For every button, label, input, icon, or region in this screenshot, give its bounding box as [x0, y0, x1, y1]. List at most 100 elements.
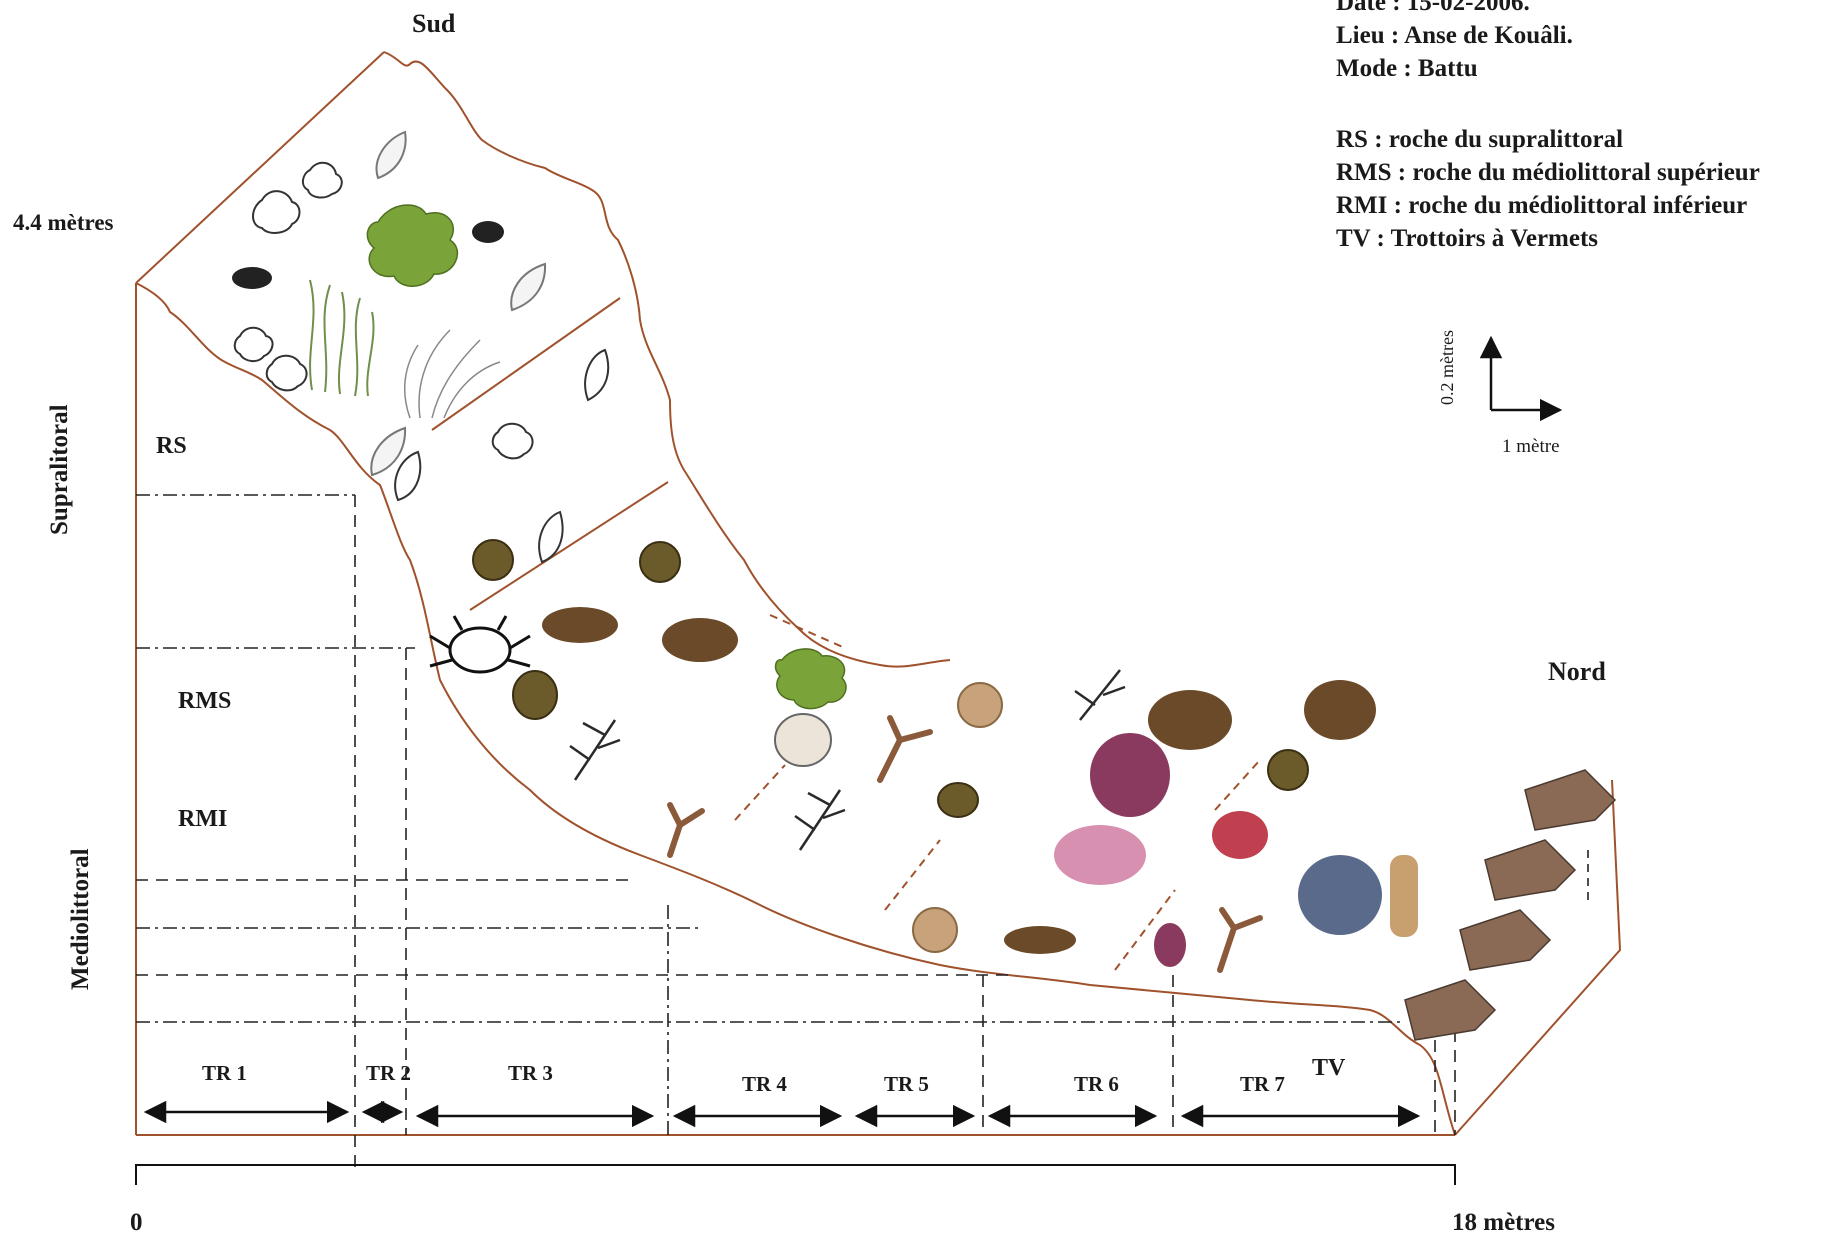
- zone-label-supralittoral: Supralitoral: [46, 404, 73, 535]
- distance-axis-line: [136, 1165, 1455, 1185]
- branched-alga-frond: [670, 805, 702, 855]
- transect-label-4: TR 4: [742, 1072, 787, 1096]
- pink-coralline: [1054, 811, 1268, 885]
- limpet-shell: [473, 540, 513, 580]
- hair-alga-filament: [405, 345, 418, 418]
- hair-alga-filament: [419, 330, 450, 418]
- blue-grey-alga-clump: [1298, 855, 1382, 935]
- dark-fern-alga: [570, 670, 1125, 850]
- shell-shape: [585, 350, 608, 400]
- limpet-shell: [1268, 750, 1308, 790]
- sponge-ball: [958, 683, 1002, 727]
- brown-alga-clump: [1148, 690, 1232, 750]
- crab: [430, 616, 530, 672]
- transect-label-5: TR 5: [884, 1072, 929, 1096]
- branched-alga-frond: [880, 718, 930, 780]
- transect-label-6: TR 6: [1074, 1072, 1119, 1096]
- lichen-patch-shape: [303, 163, 342, 198]
- dark-fern-alga-branches: [1075, 670, 1125, 720]
- scale-indicator: [1491, 338, 1560, 410]
- limpet-conical-shell: [775, 714, 831, 766]
- pink-coralline-clump: [1054, 825, 1146, 885]
- scale-vertical-label: 0.2 mètres: [1437, 330, 1457, 405]
- sea-grass-blade: [355, 298, 360, 396]
- transect-label-7: TR 7: [1240, 1072, 1285, 1096]
- shell-shape: [539, 512, 562, 562]
- sea-grass-blade: [324, 285, 330, 392]
- distance-end-label: 18 mètres: [1452, 1209, 1555, 1234]
- limpet-conical: [775, 714, 831, 766]
- distance-axis: [136, 1165, 1455, 1185]
- shell-shape: [377, 132, 406, 178]
- brown-alga-clump: [662, 618, 738, 662]
- transect-label-3: TR 3: [508, 1061, 553, 1085]
- legend-item-rs: RS : roche du supralittoral: [1336, 123, 1836, 156]
- transect-arrows: [146, 1112, 1418, 1116]
- tube-worm: [1390, 855, 1418, 937]
- dark-fern-alga-branches: [570, 720, 620, 780]
- vermetid-reef-block: [1460, 910, 1550, 970]
- limpet-shell: [938, 783, 978, 817]
- legend-item-rms: RMS : roche du médiolittoral supérieur: [1336, 156, 1836, 189]
- belt-label-rmi: RMI: [178, 806, 227, 832]
- lichen-patch-shape: [253, 191, 300, 233]
- lichen-patch-shape: [493, 424, 533, 459]
- rmi-boundary-upper: [770, 615, 845, 648]
- legend-item-tv: TV : Trottoirs à Vermets: [1336, 222, 1836, 255]
- blue-grey-alga: [1298, 855, 1382, 935]
- lichen-patch: [267, 356, 307, 391]
- survey-metadata: Date : 15-02-2006. Lieu : Anse de Kouâli…: [1336, 0, 1836, 85]
- survey-place: Lieu : Anse de Kouâli.: [1336, 19, 1836, 52]
- limpet: [473, 540, 1308, 817]
- south-label: Sud: [412, 9, 456, 38]
- transect-label-2: TR 2: [366, 1061, 411, 1085]
- lichen-patch-shape: [235, 328, 273, 361]
- branched-alga-frond: [1220, 910, 1260, 970]
- red-alga-clump: [1154, 923, 1186, 967]
- lichen-patch-shape: [267, 356, 307, 391]
- vermetid-reef-block: [1485, 840, 1575, 900]
- vermetid-reef: [1405, 770, 1615, 1040]
- rmi-boundary-slash-4: [1215, 760, 1260, 810]
- sea-grass: [310, 280, 374, 396]
- survey-date: Date : 15-02-2006.: [1336, 0, 1836, 19]
- height-label: 4.4 mètres: [13, 210, 114, 235]
- lichen-patch: [253, 191, 300, 233]
- brown-alga-clump: [542, 607, 618, 643]
- periwinkle-shell: [232, 267, 272, 289]
- abbreviation-legend: RS : roche du supralittoral RMS : roche …: [1336, 123, 1836, 255]
- sea-grass-blade: [310, 280, 314, 390]
- red-alga-clump: [1090, 733, 1170, 817]
- rmi-boundary-slash-2: [885, 840, 940, 910]
- green-alga-thallus: [367, 205, 457, 286]
- lichen-patch: [493, 424, 533, 459]
- organisms: [232, 132, 1615, 1040]
- pink-coralline-clump: [1212, 811, 1268, 859]
- survey-mode: Mode : Battu: [1336, 52, 1836, 85]
- belt-label-tv: TV: [1312, 1055, 1346, 1081]
- scale-horizontal-label: 1 mètre: [1502, 436, 1560, 457]
- limpet-shell: [640, 542, 680, 582]
- north-label: Nord: [1548, 657, 1606, 686]
- sea-grass-blade: [339, 292, 344, 394]
- zone-label-mediolittoral: Mediolittoral: [67, 848, 94, 990]
- brown-alga-clump: [1304, 680, 1376, 740]
- hair-alga-filament: [432, 340, 480, 418]
- level-lines: [136, 495, 1400, 1022]
- transect-label-1: TR 1: [202, 1061, 247, 1085]
- distance-start-label: 0: [130, 1209, 143, 1234]
- upper-left-ridge: [136, 52, 384, 283]
- belt-label-rs: RS: [156, 433, 187, 459]
- legend-item-rmi: RMI : roche du médiolittoral inférieur: [1336, 189, 1836, 222]
- periwinkle-shell: [472, 221, 504, 243]
- sea-grass-blade: [367, 312, 373, 396]
- legend-panel: Date : 15-02-2006. Lieu : Anse de Kouâli…: [1336, 0, 1836, 255]
- tube-worm-body: [1390, 855, 1418, 937]
- vermetid-reef-block: [1525, 770, 1615, 830]
- lichen-patch: [303, 163, 342, 198]
- rock-bottom-contour: [136, 283, 1455, 1135]
- lichen-patch: [235, 328, 273, 361]
- hair-alga: [405, 330, 500, 418]
- rmi-boundary-slash-1: [735, 765, 785, 820]
- dark-fern-alga-branches: [795, 790, 845, 850]
